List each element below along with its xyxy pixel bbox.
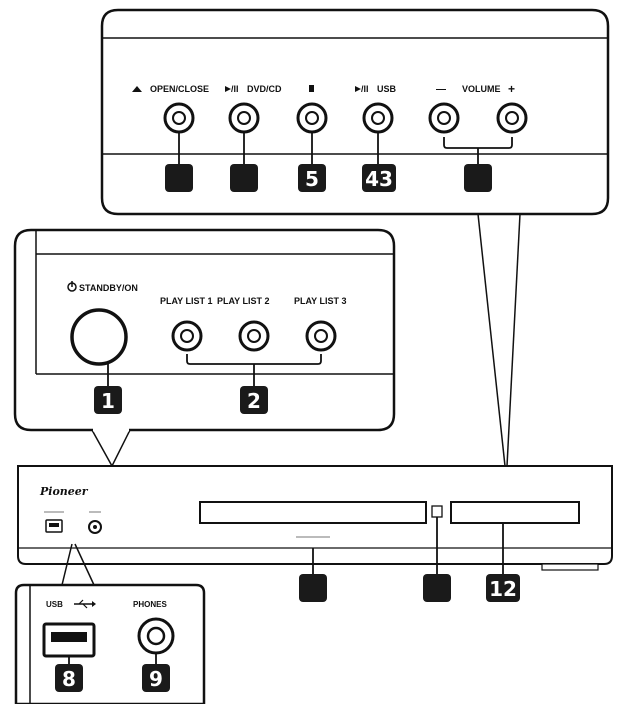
playlist-2-label: PLAY LIST 2 [217, 296, 270, 306]
callout-dvd-cd [230, 164, 258, 192]
front-display [450, 501, 580, 524]
device-foot [541, 563, 599, 571]
callout-usb-port [55, 664, 83, 692]
dvd-cd-play-pause-button[interactable] [228, 102, 260, 134]
slash-pause-icon: /II [361, 84, 369, 94]
dvd-cd-label-group: /II DVD/CD [225, 84, 282, 94]
callout-usb-play-number: 43 [365, 167, 393, 191]
stop-button[interactable] [296, 102, 328, 134]
power-icon [67, 281, 77, 292]
usb-play-pause-button[interactable] [362, 102, 394, 134]
callout-usb-play [362, 164, 396, 192]
usb-label: USB [377, 84, 397, 94]
volume-up-button[interactable] [496, 102, 528, 134]
usb-symbol-icon [74, 599, 96, 609]
callout-display-number: 12 [489, 577, 517, 601]
play-icon [355, 86, 361, 92]
callout-standby-number: 1 [101, 389, 115, 413]
eject-icon [132, 86, 142, 92]
callout-disc-tray [299, 574, 327, 602]
slash-pause-icon: /II [231, 84, 239, 94]
callout-display [486, 574, 520, 602]
standby-label-group: STANDBY/ON [67, 281, 138, 293]
playlist-3-label: PLAY LIST 3 [294, 296, 347, 306]
standby-label: STANDBY/ON [79, 283, 138, 293]
disc-tray[interactable] [199, 501, 427, 524]
callout-playlists [240, 386, 268, 414]
open-close-label: OPEN/CLOSE [150, 84, 209, 94]
left-zoom-panel [13, 228, 396, 468]
play-icon [225, 86, 231, 92]
callout-stop-number: 5 [305, 167, 319, 191]
callout-phones-jack [142, 664, 170, 692]
top-leader-lines [178, 132, 513, 164]
stop-icon [309, 85, 314, 92]
dvd-cd-label: DVD/CD [247, 84, 282, 94]
callout-volume [464, 164, 492, 192]
usb-port-closeup[interactable] [42, 622, 96, 658]
device-usb-port[interactable] [45, 519, 63, 533]
playlist-3-button[interactable] [305, 320, 337, 352]
bottom-phones-label: PHONES [133, 600, 167, 609]
bottom-usb-label: USB [46, 600, 63, 609]
playlist-1-button[interactable] [171, 320, 203, 352]
playlist-1-label: PLAY LIST 1 [160, 296, 213, 306]
callout-phones-jack-number: 9 [149, 667, 163, 691]
standby-on-button[interactable] [70, 308, 128, 366]
remote-sensor [431, 505, 443, 518]
open-close-label-group: OPEN/CLOSE [132, 84, 209, 94]
brand-logo: Pioneer [39, 485, 89, 498]
open-close-button[interactable] [163, 102, 195, 134]
volume-plus-label: + [508, 82, 515, 96]
callout-remote-sensor [423, 574, 451, 602]
callout-standby [94, 386, 122, 414]
device-phones-jack[interactable] [88, 520, 102, 534]
callout-stop [298, 164, 326, 192]
usb-play-label-group: /II USB [355, 84, 397, 94]
playlist-2-button[interactable] [238, 320, 270, 352]
volume-minus-label: — [436, 84, 446, 95]
phones-jack-closeup[interactable] [137, 617, 175, 655]
top-zoom-panel [100, 8, 610, 467]
callout-usb-port-number: 8 [62, 667, 76, 691]
volume-label: VOLUME [462, 84, 501, 94]
volume-down-button[interactable] [428, 102, 460, 134]
callout-open-close [165, 164, 193, 192]
callout-playlists-number: 2 [247, 389, 261, 413]
